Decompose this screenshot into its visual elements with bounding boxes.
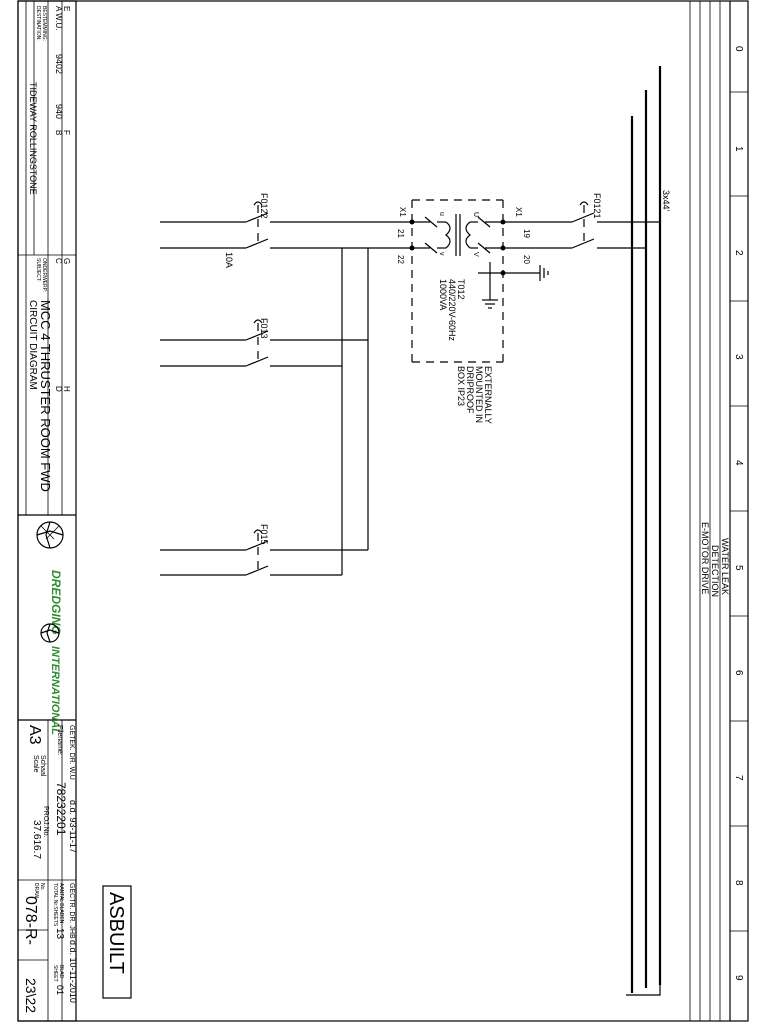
busbar-label: 3x44' xyxy=(661,190,671,212)
asbuilt-text: ASBUILT xyxy=(105,892,127,974)
subject-caption: SUBJECT: xyxy=(35,258,41,282)
column-number: 5 xyxy=(733,565,744,571)
note-line: DRIPROOF xyxy=(465,366,475,414)
sheet-label: SHEET xyxy=(52,965,58,982)
winding-terminal: u xyxy=(438,212,445,216)
external-mounting-note: EXTERNALLY MOUNTED IN DRIPROOF BOX IP23 xyxy=(456,366,493,424)
terminal-label: 19 xyxy=(522,229,531,238)
destination-caption: DESTINATION: xyxy=(35,6,41,41)
total-sheets-label: AANTAL BLADEN xyxy=(58,883,64,924)
subject-caption: ONDERWERP: xyxy=(41,258,47,292)
scale-label: Scale xyxy=(32,755,39,773)
terminal-label: 20 xyxy=(522,255,531,264)
drawing-suffix: 23\22 xyxy=(23,978,39,1013)
column-number: 6 xyxy=(733,670,744,676)
subject-line-2: CIRCUIT DIAGRAM xyxy=(27,300,38,390)
destination-caption: BESTEMMING: xyxy=(41,6,47,41)
section-title-line: WATER LEAK xyxy=(720,538,730,595)
paper-size: A3 xyxy=(26,725,43,745)
grid-letter: D xyxy=(54,386,63,392)
drawn-by: GETEK. DR. W.U xyxy=(68,725,75,780)
total-sheets-label: TOTAL Nr.SHEETS xyxy=(52,883,58,927)
subject-line-1: MCC 4 THRUSTER ROOM FWD xyxy=(38,300,53,492)
drawing-no-label: DRAW xyxy=(33,883,39,898)
branch-wiring xyxy=(160,221,660,576)
note-line: BOX IP23 xyxy=(456,366,466,406)
winding-terminal: v xyxy=(438,252,445,256)
breaker-label: F0122 xyxy=(259,193,269,219)
breaker-label: F013 xyxy=(259,318,269,339)
destination-value: TIDEWAY ROLLINGSTONE xyxy=(28,82,38,195)
column-number: 8 xyxy=(733,880,744,886)
column-number: 7 xyxy=(733,775,744,781)
proj-label: PROJ.No. xyxy=(42,806,49,838)
section-title: WATER LEAK DETECTION E-MOTOR DRIVE xyxy=(700,522,730,597)
transformer-t012: X1 19 20 X1 21 22 U V u v xyxy=(396,199,549,363)
proj-no: 37.616.7 xyxy=(31,820,42,859)
winding-terminal: U xyxy=(472,212,479,217)
breaker-f013: F013 xyxy=(245,318,269,367)
scale-label: Schaal xyxy=(39,755,46,777)
grid-letter: E xyxy=(62,6,71,11)
transformer-power: 1000VA xyxy=(438,279,448,310)
company-logo-small-icon xyxy=(40,623,60,643)
drawn-date: d.d. 93-11-17 xyxy=(68,800,78,853)
drawing-number: 078-R- xyxy=(22,896,39,945)
code-9402: 9402 xyxy=(54,54,64,74)
breaker-f015: F015 xyxy=(245,524,269,576)
column-number: 0 xyxy=(733,46,744,52)
breaker-rating: 10A xyxy=(224,252,234,268)
section-title-line: E-MOTOR DRIVE xyxy=(700,522,710,594)
breaker-f0122: F0122 10A xyxy=(224,193,269,268)
breaker-f0121: F0121 xyxy=(571,193,602,249)
terminal-x1-right: X1 19 20 xyxy=(500,207,531,264)
breaker-label: F0121 xyxy=(592,193,602,219)
terminal-label: X1 xyxy=(398,207,407,217)
drawing-frame xyxy=(17,0,749,1022)
company-logo-icon xyxy=(36,521,64,549)
drawing-no-label: No. xyxy=(39,883,45,891)
title-block: E F G H B C D A W.U. 9402 940 BESTEMMING… xyxy=(17,0,78,1022)
column-number: 2 xyxy=(733,250,744,256)
total-sheets: 13 xyxy=(54,928,65,940)
grid-letter: G xyxy=(62,258,71,264)
wu-label: A W.U. xyxy=(54,6,63,30)
company-name-2: INTERNATIONAL xyxy=(49,646,61,735)
column-number: 3 xyxy=(733,354,744,360)
grid-letter: H xyxy=(62,386,71,392)
checked-date: d.d. 10-11-2010 xyxy=(68,940,78,1003)
note-line: MOUNTED IN xyxy=(474,366,484,423)
column-number: 4 xyxy=(733,460,744,466)
winding-terminal: V xyxy=(472,252,479,257)
company-name-1: DREDGING xyxy=(49,570,63,635)
section-title-line: DETECTION xyxy=(710,545,720,597)
grid-letter: C xyxy=(54,258,63,264)
note-line: EXTERNALLY xyxy=(483,366,493,424)
asbuilt-stamp: ASBUILT xyxy=(102,885,132,999)
breaker-label: F015 xyxy=(259,524,269,545)
transformer-tag: T012 xyxy=(456,279,466,300)
terminal-label: X1 xyxy=(514,207,523,217)
main-busbars: 3x44' xyxy=(626,66,671,996)
terminal-label: 21 xyxy=(396,229,405,238)
code-940: 940 xyxy=(54,104,64,119)
sheet-no: 01 xyxy=(55,985,65,995)
sheet-label: BLAD xyxy=(58,965,64,978)
grid-letter: B xyxy=(54,130,63,135)
grid-letter: F xyxy=(62,130,71,135)
filename-label: Filename: xyxy=(56,725,63,756)
column-number: 1 xyxy=(733,146,744,152)
checked-by: GECTR. DR. JHB xyxy=(68,883,75,939)
filename: 78232201 xyxy=(54,782,68,836)
column-number: 9 xyxy=(733,975,744,981)
column-ruler: 0 1 2 3 4 5 6 7 8 9 xyxy=(730,46,748,981)
transformer-voltage: 440/220V-60Hz xyxy=(447,279,457,342)
terminal-label: 22 xyxy=(396,255,405,264)
